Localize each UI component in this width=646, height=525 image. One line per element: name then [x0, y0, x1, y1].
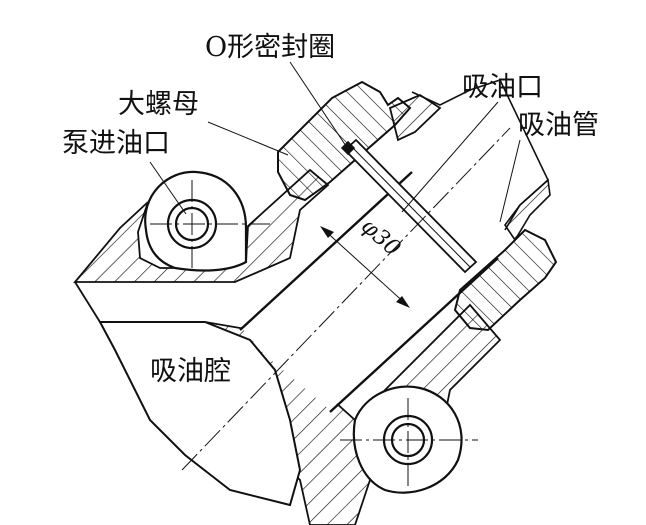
- leader-pump-inlet: [149, 161, 187, 215]
- suction-pipe-flange: [504, 178, 551, 242]
- bore-centerline: [181, 127, 511, 471]
- diameter-arrow-bottom: [396, 296, 410, 308]
- label-suction-port: 吸油口: [462, 72, 543, 103]
- leader-o-ring: [289, 61, 347, 147]
- upper-mount-boss: [144, 170, 248, 272]
- suction-chamber-cavity: [98, 321, 302, 507]
- leader-suction-port: [401, 101, 499, 213]
- big-nut: [277, 80, 558, 332]
- bore-upper-wall: [239, 171, 413, 331]
- pipe-end-plate-inner: [349, 144, 471, 268]
- label-big-nut: 大螺母: [118, 89, 199, 120]
- suction-pipe: [388, 79, 551, 242]
- label-pump-inlet: 泵进油口: [62, 128, 170, 159]
- label-o-ring: O形密封圈: [205, 32, 335, 63]
- suction-pipe-upper-wall: [388, 93, 442, 142]
- label-suction-pipe: 吸油管: [518, 110, 599, 141]
- label-suction-chamber: 吸油腔: [150, 356, 231, 387]
- big-nut-lower: [453, 228, 558, 332]
- leader-big-nut: [207, 121, 289, 156]
- diameter-dimension-line: [321, 227, 409, 307]
- diameter-arrow-top: [320, 226, 334, 238]
- leader-suction-pipe: [499, 139, 521, 223]
